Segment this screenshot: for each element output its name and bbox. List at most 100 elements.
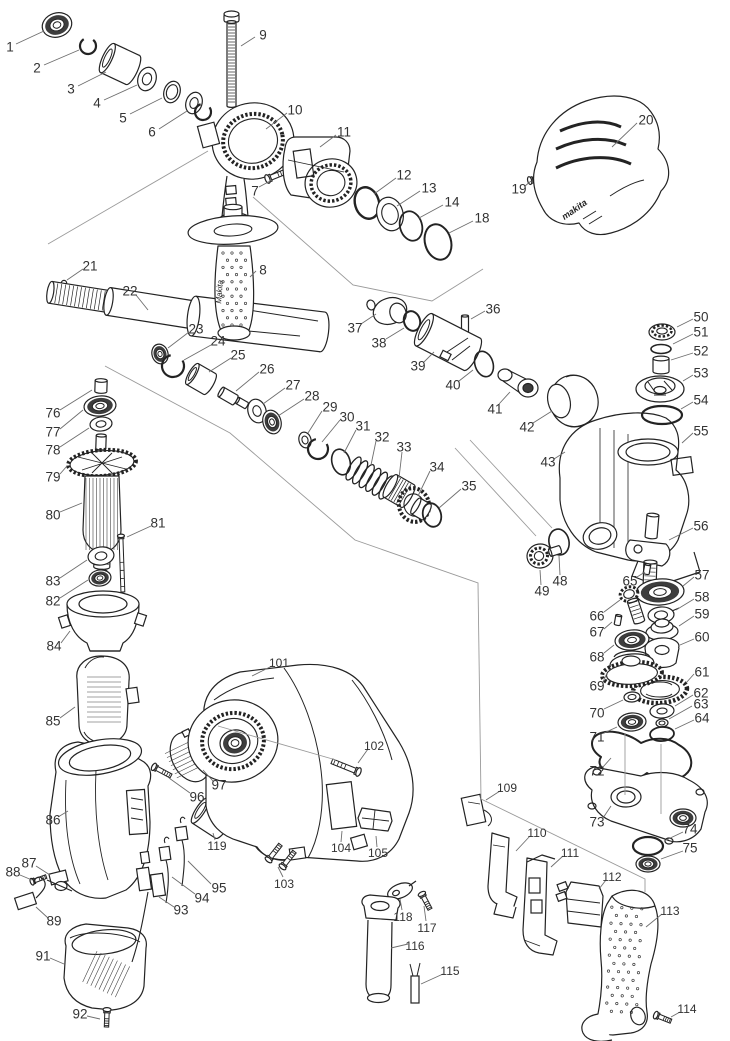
part-55-leader-line — [681, 432, 694, 444]
part-74-leader-line — [663, 831, 684, 842]
part-83-leader-line — [59, 559, 88, 579]
part-78-leader-line — [59, 427, 90, 448]
part-112-callout: 112 — [602, 870, 621, 884]
part-14-leader-line — [418, 204, 444, 219]
part-102-callout: 102 — [364, 739, 384, 753]
part-30-callout: 30 — [339, 410, 354, 425]
part-20-callout: 20 — [638, 113, 653, 128]
part-77-callout: 77 — [45, 425, 60, 440]
part-67-callout: 67 — [589, 625, 604, 640]
part-9 — [223, 10, 240, 108]
part-39-leader-line — [423, 351, 435, 363]
part-111-leader-line — [550, 855, 564, 868]
part-70-leader-line — [603, 699, 624, 710]
part-65-leader-line — [636, 571, 646, 578]
part-20-leader-line — [611, 122, 638, 148]
part-70 — [623, 691, 641, 703]
part-36-callout: 36 — [485, 302, 500, 317]
part-50-callout: 50 — [693, 310, 708, 325]
part-92 — [102, 1006, 112, 1028]
part-80-leader-line — [59, 502, 83, 513]
part-53 — [635, 375, 685, 403]
part-82-callout: 82 — [45, 594, 60, 609]
part-66-leader-line — [603, 599, 621, 613]
part-83 — [87, 546, 115, 566]
part-87-leader-line — [35, 865, 51, 876]
part-28-callout: 28 — [304, 389, 319, 404]
part-24-callout: 24 — [210, 334, 226, 349]
part-89 — [13, 876, 46, 911]
part-20: makita — [533, 95, 670, 236]
part-18 — [423, 223, 453, 261]
part-24-leader-line — [183, 344, 212, 361]
part-4-leader-line — [103, 84, 138, 101]
part-105 — [357, 807, 393, 832]
part-115-leader-line — [420, 973, 444, 985]
part-68-callout: 68 — [589, 650, 604, 665]
part-85-callout: 85 — [45, 714, 60, 729]
part-71-leader-line — [603, 726, 618, 734]
part-69-callout: 69 — [589, 679, 604, 694]
part-67-leader-line — [603, 621, 613, 630]
part-103-callout: 103 — [274, 877, 294, 891]
part-63-callout: 63 — [693, 697, 708, 712]
part-40 — [473, 350, 495, 378]
part-9-leader-line — [240, 36, 256, 47]
part-40-leader-line — [458, 369, 474, 382]
part-109 — [460, 793, 492, 827]
part-18-leader-line — [448, 220, 474, 234]
part-61-leader-line — [685, 673, 695, 684]
part-42 — [546, 374, 599, 428]
part-11-callout: 11 — [337, 125, 351, 140]
part-75-callout: 75 — [682, 841, 697, 856]
part-51-leader-line — [672, 333, 694, 345]
part-93-callout: 93 — [173, 903, 188, 918]
part-93 — [131, 850, 167, 963]
part-34-callout: 34 — [429, 460, 445, 475]
part-21-callout: 21 — [82, 259, 97, 274]
part-117 — [417, 890, 433, 911]
part-23 — [151, 343, 169, 365]
part-77 — [83, 395, 117, 417]
part-63 — [655, 718, 669, 728]
assembly-lines — [47, 150, 662, 892]
part-57-callout: 57 — [694, 568, 709, 583]
part-96 — [150, 762, 173, 779]
part-57 — [635, 578, 685, 606]
part-7-leader-line — [258, 179, 273, 188]
part-58-callout: 58 — [694, 590, 709, 605]
part-84-callout: 84 — [46, 639, 62, 654]
part-3 — [98, 42, 142, 86]
part-73 — [584, 766, 708, 845]
part-12-leader-line — [373, 177, 397, 195]
part-119-callout: 119 — [207, 839, 226, 853]
part-43-leader-line — [553, 451, 566, 460]
part-13 — [376, 196, 404, 232]
part-22 — [46, 280, 330, 353]
part-31-leader-line — [343, 429, 357, 454]
part-114-callout: 114 — [677, 1002, 696, 1016]
part-33-leader-line — [398, 451, 403, 479]
callouts: 1234569107111213141819202122823242526272… — [5, 28, 710, 1022]
part-32-callout: 32 — [374, 430, 389, 445]
part-111-callout: 111 — [561, 846, 580, 860]
part-2-leader-line — [43, 49, 80, 66]
part-87 — [46, 869, 73, 892]
part-30-leader-line — [321, 419, 341, 443]
part-54-callout: 54 — [693, 393, 709, 408]
part-94-callout: 94 — [194, 891, 210, 906]
part-96-callout: 96 — [189, 790, 204, 805]
part-32-leader-line — [370, 440, 377, 466]
part-27-leader-line — [262, 387, 286, 405]
part-11-leader-line — [319, 134, 337, 148]
part-69-leader-line — [602, 672, 608, 683]
part-37-leader-line — [360, 313, 377, 325]
part-61-callout: 61 — [694, 665, 709, 680]
part-95-callout: 95 — [211, 881, 226, 896]
part-38 — [402, 310, 422, 332]
part-118-leader-line — [399, 898, 403, 911]
part-5 — [163, 80, 181, 104]
part-3-callout: 3 — [67, 82, 75, 97]
part-94-leader-line — [171, 876, 196, 895]
part-82 — [88, 569, 112, 587]
